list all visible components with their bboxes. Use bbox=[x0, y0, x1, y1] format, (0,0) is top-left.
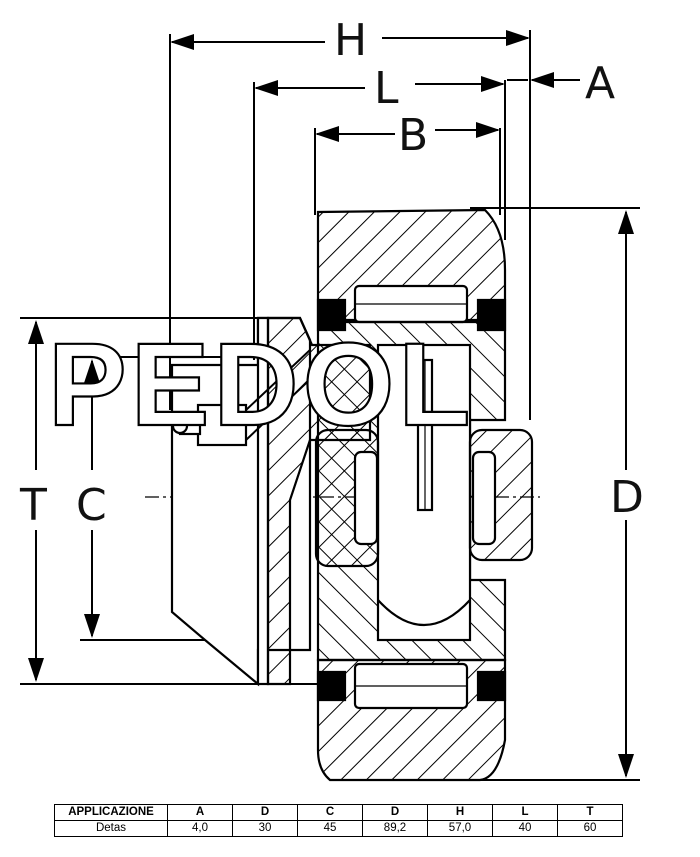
table-row: Detas 4,0 30 45 89,2 57,0 40 60 bbox=[54, 820, 623, 837]
dim-label-b: B bbox=[398, 110, 428, 161]
table-cell: 45 bbox=[297, 820, 363, 837]
table-cell: Detas bbox=[54, 820, 168, 837]
combined-roller-bearing-drawing: PEDOL H L A B D T C bbox=[19, 15, 644, 782]
dim-label-d: D bbox=[610, 472, 644, 523]
table-header-cell: T bbox=[557, 804, 623, 821]
table-cell: 60 bbox=[557, 820, 623, 837]
dim-label-c: C bbox=[76, 480, 107, 531]
table-header-cell: H bbox=[427, 804, 493, 821]
table-cell: 57,0 bbox=[427, 820, 493, 837]
dim-label-a: A bbox=[585, 58, 615, 109]
table-header-cell: L bbox=[492, 804, 558, 821]
watermark-text: PEDOL bbox=[48, 319, 475, 451]
application-dimensions-table: APPLICAZIONE A D C D H L T Detas 4,0 30 … bbox=[54, 804, 623, 837]
table-header-row: APPLICAZIONE A D C D H L T bbox=[54, 804, 623, 821]
dim-label-t: T bbox=[19, 480, 47, 531]
table-cell: 4,0 bbox=[167, 820, 233, 837]
table-cell: 40 bbox=[492, 820, 558, 837]
table-header-cell: D bbox=[362, 804, 428, 821]
table-cell: 30 bbox=[232, 820, 298, 837]
table-header-cell: APPLICAZIONE bbox=[54, 804, 168, 821]
table-header-cell: D bbox=[232, 804, 298, 821]
table-cell: 89,2 bbox=[362, 820, 428, 837]
table-header-cell: C bbox=[297, 804, 363, 821]
dim-label-l: L bbox=[374, 63, 399, 114]
dim-label-h: H bbox=[334, 15, 367, 66]
table-header-cell: A bbox=[167, 804, 233, 821]
bearing-section bbox=[170, 208, 534, 782]
